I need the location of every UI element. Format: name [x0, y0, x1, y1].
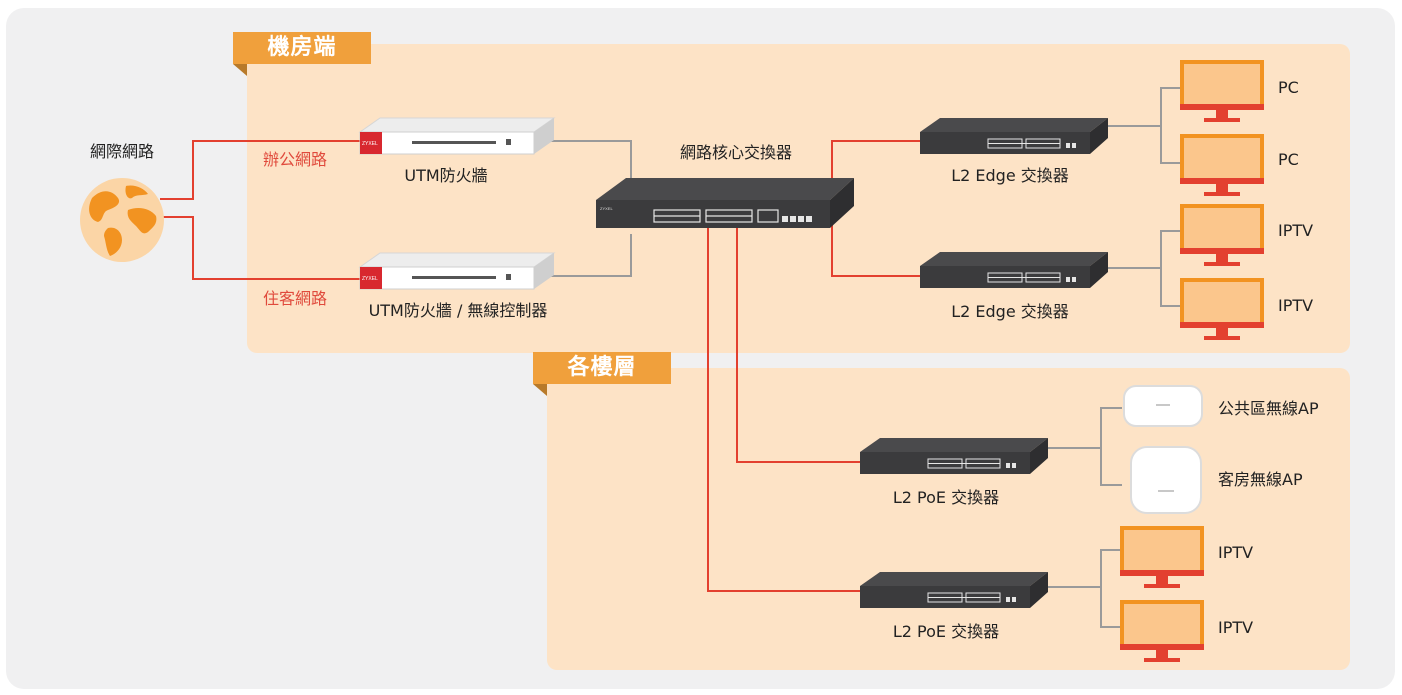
ap-public-label: 公共區無線AP [1218, 399, 1319, 418]
floors-zone [547, 368, 1350, 670]
office-link-label: 辦公網路 [263, 150, 328, 169]
core-to-edge2 [831, 224, 922, 277]
pc-1-label: PC [1278, 78, 1299, 97]
iptv-1-label: IPTV [1278, 221, 1314, 240]
utm-firewall-2: ZYXEL [358, 252, 556, 290]
datacenter-tag: 機房端 [233, 32, 371, 64]
edge-switch-2 [920, 252, 1108, 288]
poe-switch-2 [860, 572, 1048, 608]
room-ap-icon [1130, 446, 1202, 514]
poe-switch-1-label: L2 PoE 交換器 [892, 488, 1000, 507]
svg-text:ZYXEL: ZYXEL [362, 276, 378, 282]
edge-switch-1-label: L2 Edge 交換器 [951, 166, 1069, 185]
guest-uplink [160, 216, 360, 280]
poe-switch-1 [860, 438, 1048, 474]
core-to-edge1 [831, 140, 922, 190]
tv-monitor-icon [1120, 526, 1204, 588]
core-switch: ZYXEL [596, 178, 854, 228]
pc-2-label: PC [1278, 150, 1299, 169]
fw1-to-core [538, 140, 632, 178]
edge-switch-2-label: L2 Edge 交換器 [951, 302, 1069, 321]
core-to-poe1 [736, 226, 862, 463]
svg-text:ZYXEL: ZYXEL [362, 141, 378, 147]
poe2-to-iptvs [1046, 549, 1122, 628]
tag-fold [233, 64, 247, 76]
edge2-to-iptvs [1106, 230, 1182, 307]
pc-monitor-icon [1180, 60, 1264, 122]
office-uplink [160, 140, 360, 200]
tv-monitor-icon [1120, 600, 1204, 662]
poe-switch-2-label: L2 PoE 交換器 [892, 622, 1000, 641]
tag-fold [533, 384, 547, 396]
edge-switch-1 [920, 118, 1108, 154]
poe1-to-aps [1046, 407, 1122, 486]
ceiling-ap-icon [1123, 385, 1203, 427]
firewall-1-label: UTM防火牆 [404, 166, 488, 185]
iptv-3-label: IPTV [1218, 543, 1254, 562]
globe-icon [80, 178, 164, 262]
utm-firewall-1: ZYXEL [358, 117, 556, 155]
pc-monitor-icon [1180, 134, 1264, 196]
core-switch-label: 網路核心交換器 [679, 143, 793, 162]
svg-text:ZYXEL: ZYXEL [600, 206, 613, 211]
floors-tag: 各樓層 [533, 352, 671, 384]
edge1-to-pcs [1106, 87, 1182, 164]
core-to-poe2 [707, 226, 862, 592]
fw2-to-core [538, 234, 632, 277]
iptv-4-label: IPTV [1218, 618, 1254, 637]
tv-monitor-icon [1180, 278, 1264, 340]
guest-link-label: 住客網路 [263, 289, 328, 308]
internet-label: 網際網路 [89, 142, 155, 161]
firewall-2-label: UTM防火牆 / 無線控制器 [368, 301, 548, 320]
tv-monitor-icon [1180, 204, 1264, 266]
iptv-2-label: IPTV [1278, 296, 1314, 315]
ap-room-label: 客房無線AP [1218, 470, 1303, 489]
